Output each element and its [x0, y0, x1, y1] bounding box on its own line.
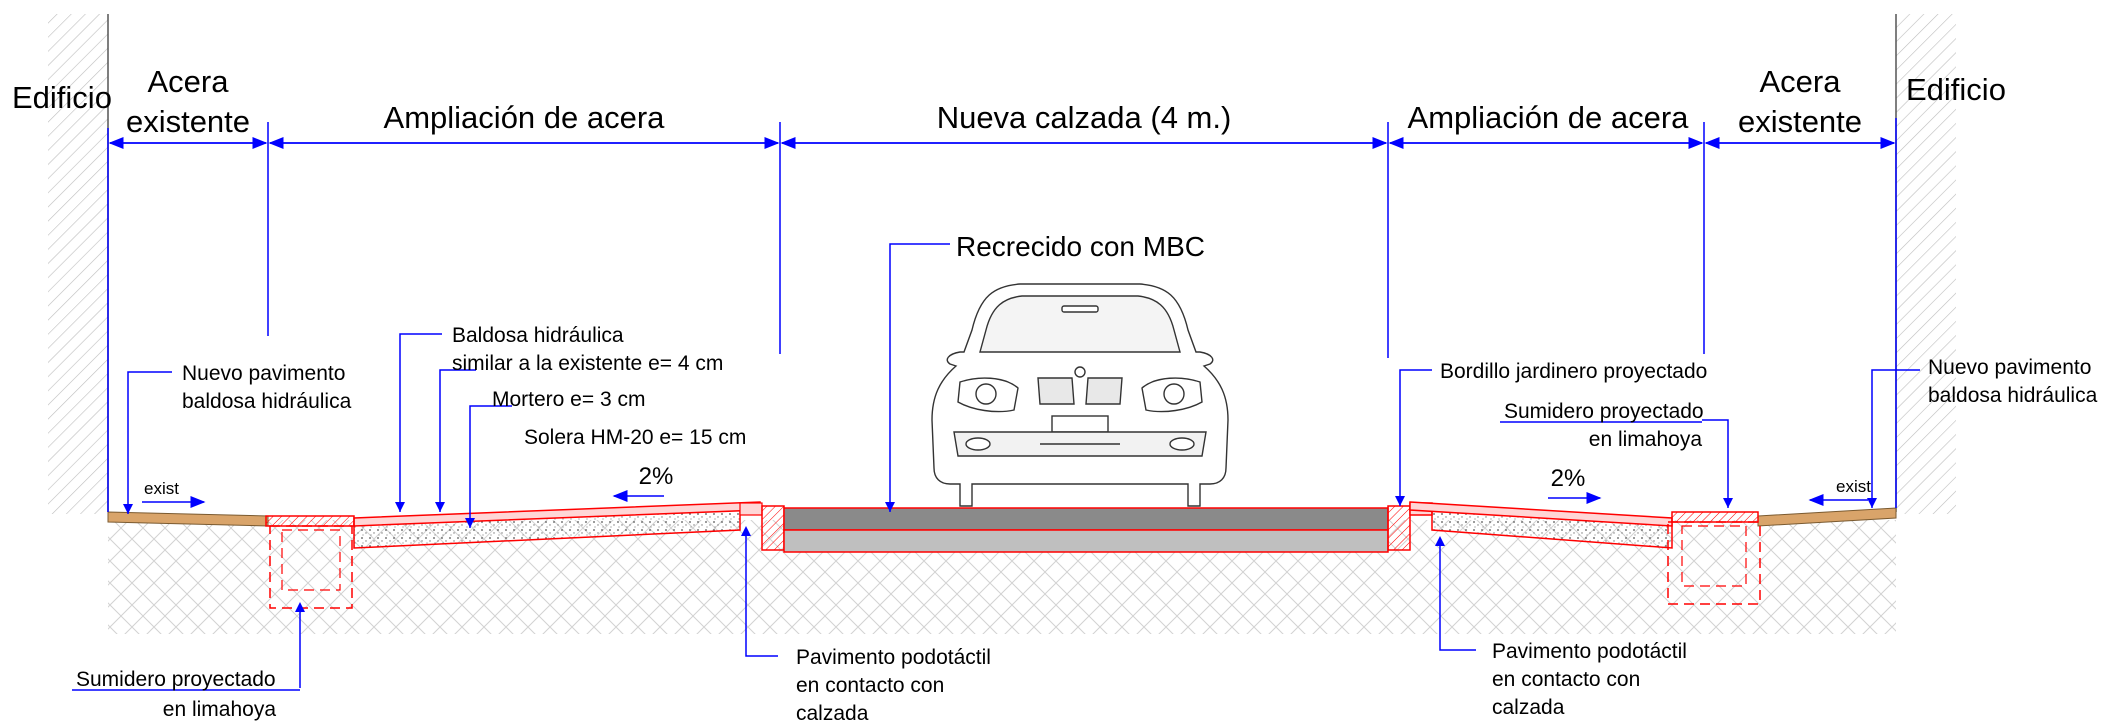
building-right [1896, 14, 1956, 514]
label-nuevo-pav-right-1: Nuevo pavimento [1928, 356, 2091, 379]
roadway-base [783, 529, 1389, 553]
label-exist-right: exist [1836, 477, 1871, 496]
label-pendiente-left: 2% [639, 463, 674, 490]
label-baldosa-2: similar a la existente e= 4 cm [452, 352, 723, 375]
drain-grate-right [1671, 511, 1759, 523]
car-front-view [931, 283, 1229, 507]
label-bordillo: Bordillo jardinero proyectado [1440, 360, 1707, 383]
label-exist-left: exist [144, 479, 179, 498]
label-podotactil-right-3: calzada [1492, 696, 1565, 719]
label-sumidero-left-1: Sumidero proyectado [76, 668, 276, 691]
label-acera-left-1: Acera [148, 64, 230, 99]
label-podotactil-right-2: en contacto con [1492, 668, 1640, 691]
label-acera-right-2: existente [1738, 104, 1862, 139]
label-podotactil-left-1: Pavimento podotáctil [796, 646, 991, 669]
label-nuevo-pav-left-2: baldosa hidráulica [182, 390, 352, 413]
label-acera-right-1: Acera [1760, 64, 1842, 99]
extension-lines [107, 118, 1897, 512]
label-nuevo-pav-right-2: baldosa hidráulica [1928, 384, 2098, 407]
label-podotactil-right-1: Pavimento podotáctil [1492, 640, 1687, 663]
label-nuevo-pav-left-1: Nuevo pavimento [182, 362, 345, 385]
drain-grate-left [265, 515, 355, 527]
label-pendiente-right: 2% [1551, 465, 1586, 492]
extension-right-paving [1409, 501, 1673, 527]
leader-arrowheads [123, 496, 1877, 612]
label-sumidero-left-2: en limahoya [163, 698, 277, 721]
label-solera: Solera HM-20 e= 15 cm [524, 426, 746, 449]
label-ampliacion-right: Ampliación de acera [1408, 100, 1690, 135]
label-edificio-left: Edificio [12, 80, 112, 115]
label-mortero: Mortero e= 3 cm [492, 388, 645, 411]
tactile-left [739, 502, 763, 516]
drain-box-left [269, 525, 353, 609]
label-podotactil-left-3: calzada [796, 702, 869, 725]
label-sumidero-right-2: en limahoya [1589, 428, 1703, 451]
label-recrecido: Recrecido con MBC [956, 231, 1205, 262]
label-podotactil-left-2: en contacto con [796, 674, 944, 697]
label-nueva-calzada: Nueva calzada (4 m.) [937, 100, 1232, 135]
building-left [48, 14, 108, 514]
leader-lines [127, 243, 1920, 688]
kerb-right [1387, 505, 1411, 551]
label-ampliacion-left: Ampliación de acera [384, 100, 666, 135]
label-baldosa-1: Baldosa hidráulica [452, 324, 624, 347]
label-acera-left-2: existente [126, 104, 250, 139]
roadway-mbc [783, 507, 1389, 531]
label-sumidero-right-1: Sumidero proyectado [1504, 400, 1704, 423]
kerb-left [761, 505, 785, 551]
drain-box-right [1667, 521, 1761, 605]
label-edificio-right: Edificio [1906, 72, 2006, 107]
